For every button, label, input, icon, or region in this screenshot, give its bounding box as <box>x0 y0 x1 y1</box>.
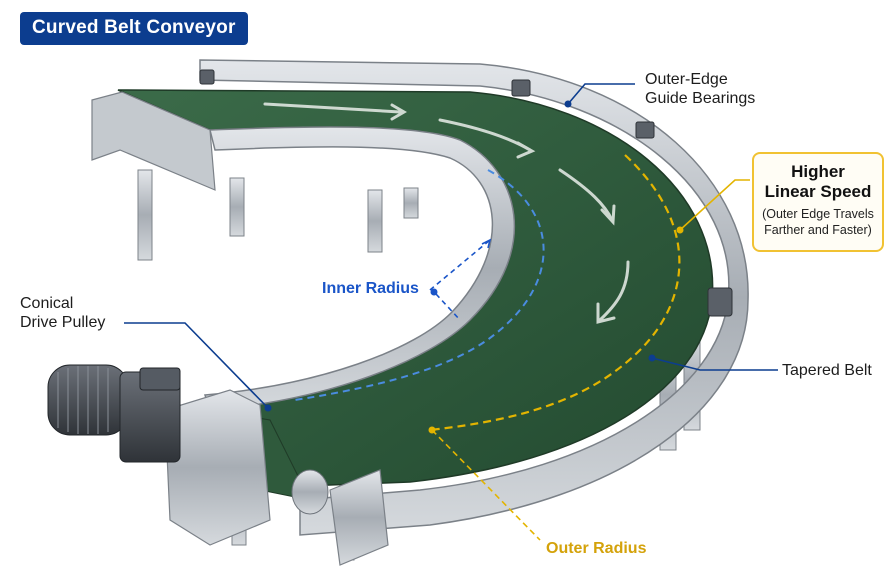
speed-title-line: Linear Speed <box>764 182 872 201</box>
end-plate <box>329 469 389 566</box>
drive-motor <box>47 364 181 463</box>
label-outer-edge-guide-bearings: Outer-Edge Guide Bearings <box>645 70 755 108</box>
speed-note-line: Farther and Faster) <box>764 223 872 237</box>
label-outer-radius: Outer Radius <box>546 540 647 557</box>
back-frame <box>91 91 216 191</box>
inner-radius-path <box>294 169 545 401</box>
label-line: Conical <box>20 295 74 312</box>
belt-direction-arrows <box>263 102 630 324</box>
label-tapered-belt: Tapered Belt <box>782 362 872 379</box>
label-line: Outer-Edge <box>645 71 728 88</box>
guide-bearings <box>199 69 733 317</box>
callout-leaders <box>124 83 778 541</box>
outer-radius-path <box>429 154 681 432</box>
speed-note: (Outer Edge Travels Farther and Faster) <box>754 206 882 238</box>
speed-note-line: (Outer Edge Travels <box>762 207 874 221</box>
higher-speed-callout: Higher Linear Speed (Outer Edge Travels … <box>752 152 884 252</box>
label-conical-drive-pulley: Conical Drive Pulley <box>20 294 105 332</box>
label-inner-radius: Inner Radius <box>322 280 419 297</box>
label-line: Drive Pulley <box>20 314 106 331</box>
speed-title-line: Higher <box>791 162 845 181</box>
drive-frame <box>164 389 271 546</box>
conical-pulley <box>291 469 329 515</box>
page-title: Curved Belt Conveyor <box>20 12 248 45</box>
label-line: Guide Bearings <box>645 90 756 107</box>
